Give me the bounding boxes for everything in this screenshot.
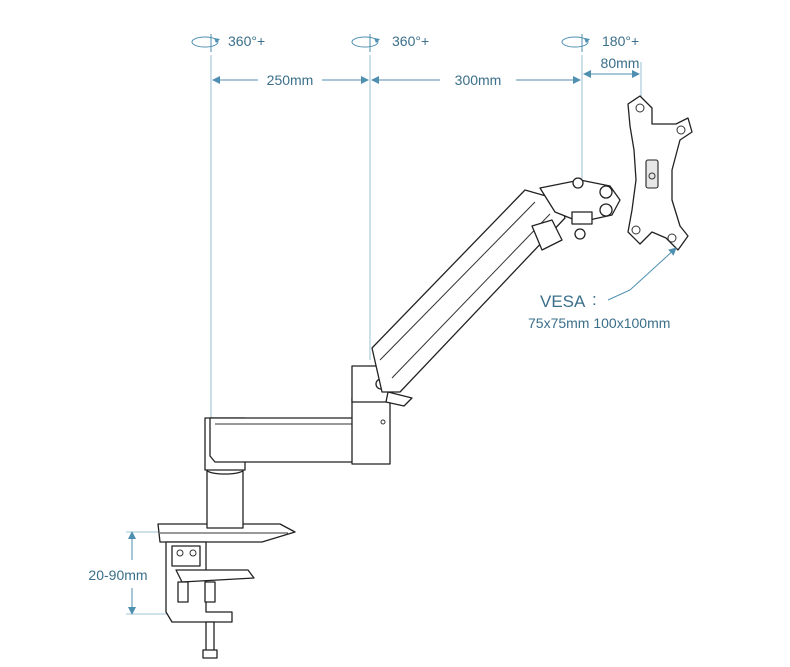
dimension-label-upper-arm: 300mm — [455, 72, 502, 88]
dimension-clamp-range: 20-90mm — [88, 531, 175, 615]
desk-clamp — [157, 523, 296, 659]
vesa-sizes: 75x75mm 100x100mm — [528, 315, 670, 331]
rotation-label-elbow: 360°+ — [392, 33, 429, 49]
dimension-label-head-offset: 80mm — [601, 55, 640, 71]
vesa-title: VESA — [540, 292, 586, 311]
rotation-arrow-icon — [191, 36, 219, 48]
dimension-label-clamp-range: 20-90mm — [88, 567, 147, 583]
vesa-callout: VESA : 75x75mm 100x100mm — [528, 247, 677, 331]
rotation-arrow-icon — [561, 36, 589, 48]
vesa-plate — [627, 95, 693, 251]
gas-spring-arm — [371, 189, 566, 393]
dimension-label-lower-arm: 250mm — [267, 72, 314, 88]
tilt-head — [539, 177, 621, 240]
rotation-indicator-elbow: 360°+ — [351, 33, 429, 52]
dimension-upper-arm: 300mm — [371, 72, 581, 88]
dimension-lower-arm: 250mm — [212, 72, 369, 88]
rotation-indicator-pole: 360°+ — [191, 33, 265, 52]
rotation-arrow-icon — [351, 36, 379, 48]
rotation-label-head: 180°+ — [602, 33, 639, 49]
lower-arm — [209, 397, 391, 465]
dimension-head-offset: 80mm — [583, 55, 640, 78]
vesa-separator: : — [592, 290, 597, 309]
rotation-label-pole: 360°+ — [228, 33, 265, 49]
rotation-indicator-head: 180°+ — [561, 33, 639, 52]
